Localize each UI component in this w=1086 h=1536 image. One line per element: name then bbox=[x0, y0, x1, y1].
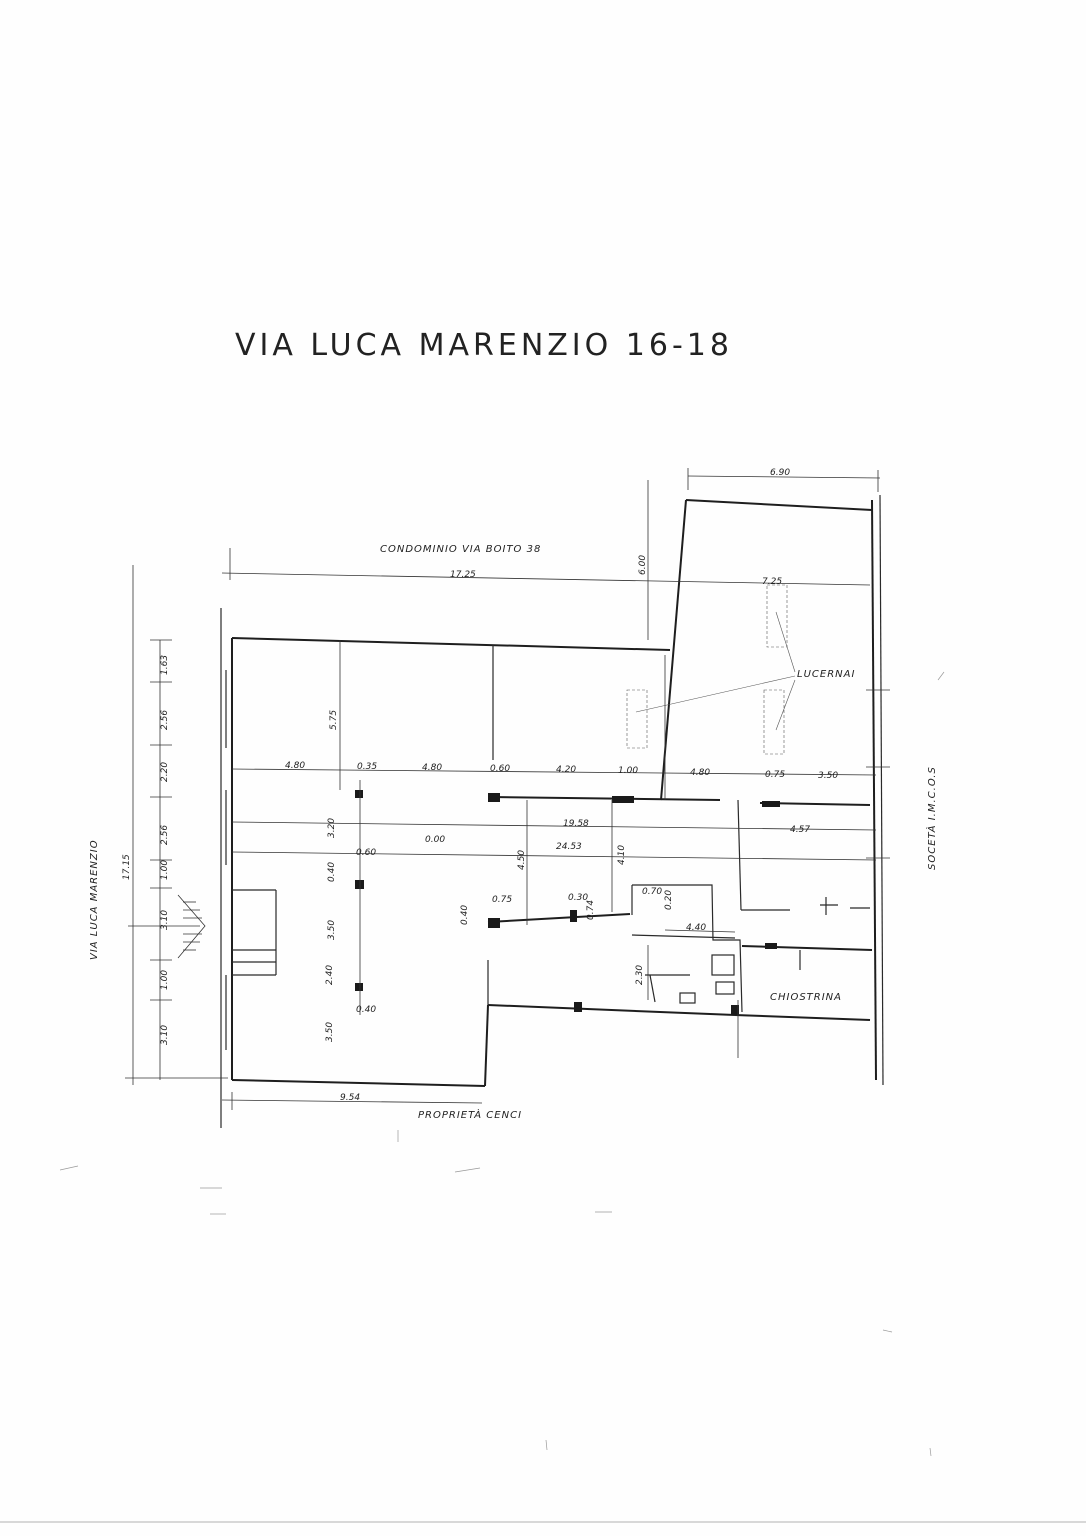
dim-left-100-b: 1.00 bbox=[160, 970, 170, 990]
dim-v-240: 2.40 bbox=[325, 965, 335, 985]
dim-row-420: 4.20 bbox=[556, 765, 576, 775]
label-south-neighbor: PROPRIETÀ CENCI bbox=[418, 1108, 522, 1121]
dim-row-480-b: 4.80 bbox=[422, 763, 442, 773]
dim-left-256-a: 2.56 bbox=[160, 710, 170, 730]
plan-title: VIA LUCA MARENZIO 16-18 bbox=[235, 328, 733, 363]
dim-overall-north: 17.25 bbox=[450, 570, 476, 580]
dim-row-075: 0.75 bbox=[765, 770, 785, 780]
pillar bbox=[612, 796, 634, 803]
building-outline bbox=[220, 494, 884, 1128]
label-north-neighbor: CONDOMINIO VIA BOITO 38 bbox=[380, 544, 541, 555]
dimension-lines bbox=[125, 468, 890, 1110]
dim-d-030: 0.30 bbox=[568, 893, 588, 903]
dim-d-074: 0.74 bbox=[586, 900, 596, 920]
pillar bbox=[488, 918, 500, 928]
pillar bbox=[762, 801, 780, 807]
pillar bbox=[355, 983, 363, 991]
label-east-neighbor: SOCETÀ I.M.C.O.S bbox=[925, 766, 938, 870]
dim-row-060: 0.60 bbox=[490, 764, 510, 774]
label-skylights: LUCERNAI bbox=[797, 669, 855, 680]
dim-v-320: 3.20 bbox=[327, 818, 337, 838]
pillar bbox=[765, 943, 777, 949]
dim-span-457: 4.57 bbox=[790, 825, 810, 835]
dim-d-020: 0.20 bbox=[664, 890, 674, 910]
dim-left-100-a: 1.00 bbox=[160, 860, 170, 880]
pillar bbox=[731, 1005, 739, 1015]
dim-v-040-a: 0.40 bbox=[327, 862, 337, 882]
dim-level-000: 0.00 bbox=[425, 835, 445, 845]
dim-front-depth: 5.75 bbox=[329, 710, 339, 730]
pillar bbox=[488, 793, 500, 802]
dim-row-100: 1.00 bbox=[618, 766, 638, 776]
dim-d-075: 0.75 bbox=[492, 895, 512, 905]
dim-left-163: 1.63 bbox=[160, 655, 170, 675]
dim-annex-depth: 6.00 bbox=[638, 555, 648, 575]
pillar bbox=[570, 910, 577, 922]
dimension-values: 6.90 17.25 6.00 7.25 5.75 4.80 0.35 4.80… bbox=[122, 468, 838, 1103]
dim-v-040-b: 0.40 bbox=[356, 1005, 376, 1015]
dim-left-310-b: 3.10 bbox=[160, 1025, 170, 1045]
dim-v-410: 4.10 bbox=[617, 845, 627, 865]
dim-d-440: 4.40 bbox=[686, 923, 706, 933]
dim-left-256-b: 2.56 bbox=[160, 825, 170, 845]
pillar bbox=[355, 790, 363, 798]
pillar bbox=[355, 880, 364, 889]
scan-marks bbox=[0, 671, 1086, 1523]
dim-left-1715: 17.15 bbox=[122, 854, 132, 880]
dim-v-060: 0.60 bbox=[356, 848, 376, 858]
dim-d-230: 2.30 bbox=[635, 965, 645, 985]
pillar bbox=[574, 1002, 582, 1012]
dim-v-350-b: 3.50 bbox=[325, 1022, 335, 1042]
dim-d-040: 0.40 bbox=[460, 905, 470, 925]
skylight-1 bbox=[626, 689, 648, 749]
dim-bottom-954: 9.54 bbox=[340, 1093, 360, 1103]
dim-left-310-a: 3.10 bbox=[160, 910, 170, 930]
dim-v-450: 4.50 bbox=[517, 850, 527, 870]
dim-row-480-a: 4.80 bbox=[285, 761, 305, 771]
dim-left-220: 2.20 bbox=[160, 762, 170, 782]
skylights bbox=[626, 584, 796, 755]
dim-span-2453: 24.53 bbox=[556, 842, 582, 852]
dim-skylight-span: 7.25 bbox=[762, 577, 782, 587]
dim-d-070: 0.70 bbox=[642, 887, 662, 897]
label-west-street: VIA LUCA MARENZIO bbox=[89, 839, 100, 960]
skylight-3 bbox=[763, 689, 785, 755]
label-courtyard: CHIOSTRINA bbox=[770, 992, 842, 1003]
dim-row-480-c: 4.80 bbox=[690, 768, 710, 778]
dim-v-350-a: 3.50 bbox=[327, 920, 337, 940]
dim-span-1958: 19.58 bbox=[563, 819, 589, 829]
dim-row-350: 3.50 bbox=[818, 771, 838, 781]
dim-top-annex: 6.90 bbox=[770, 468, 790, 478]
dim-row-035: 0.35 bbox=[357, 762, 377, 772]
skylight-2 bbox=[766, 584, 788, 648]
pillars bbox=[355, 790, 780, 1015]
